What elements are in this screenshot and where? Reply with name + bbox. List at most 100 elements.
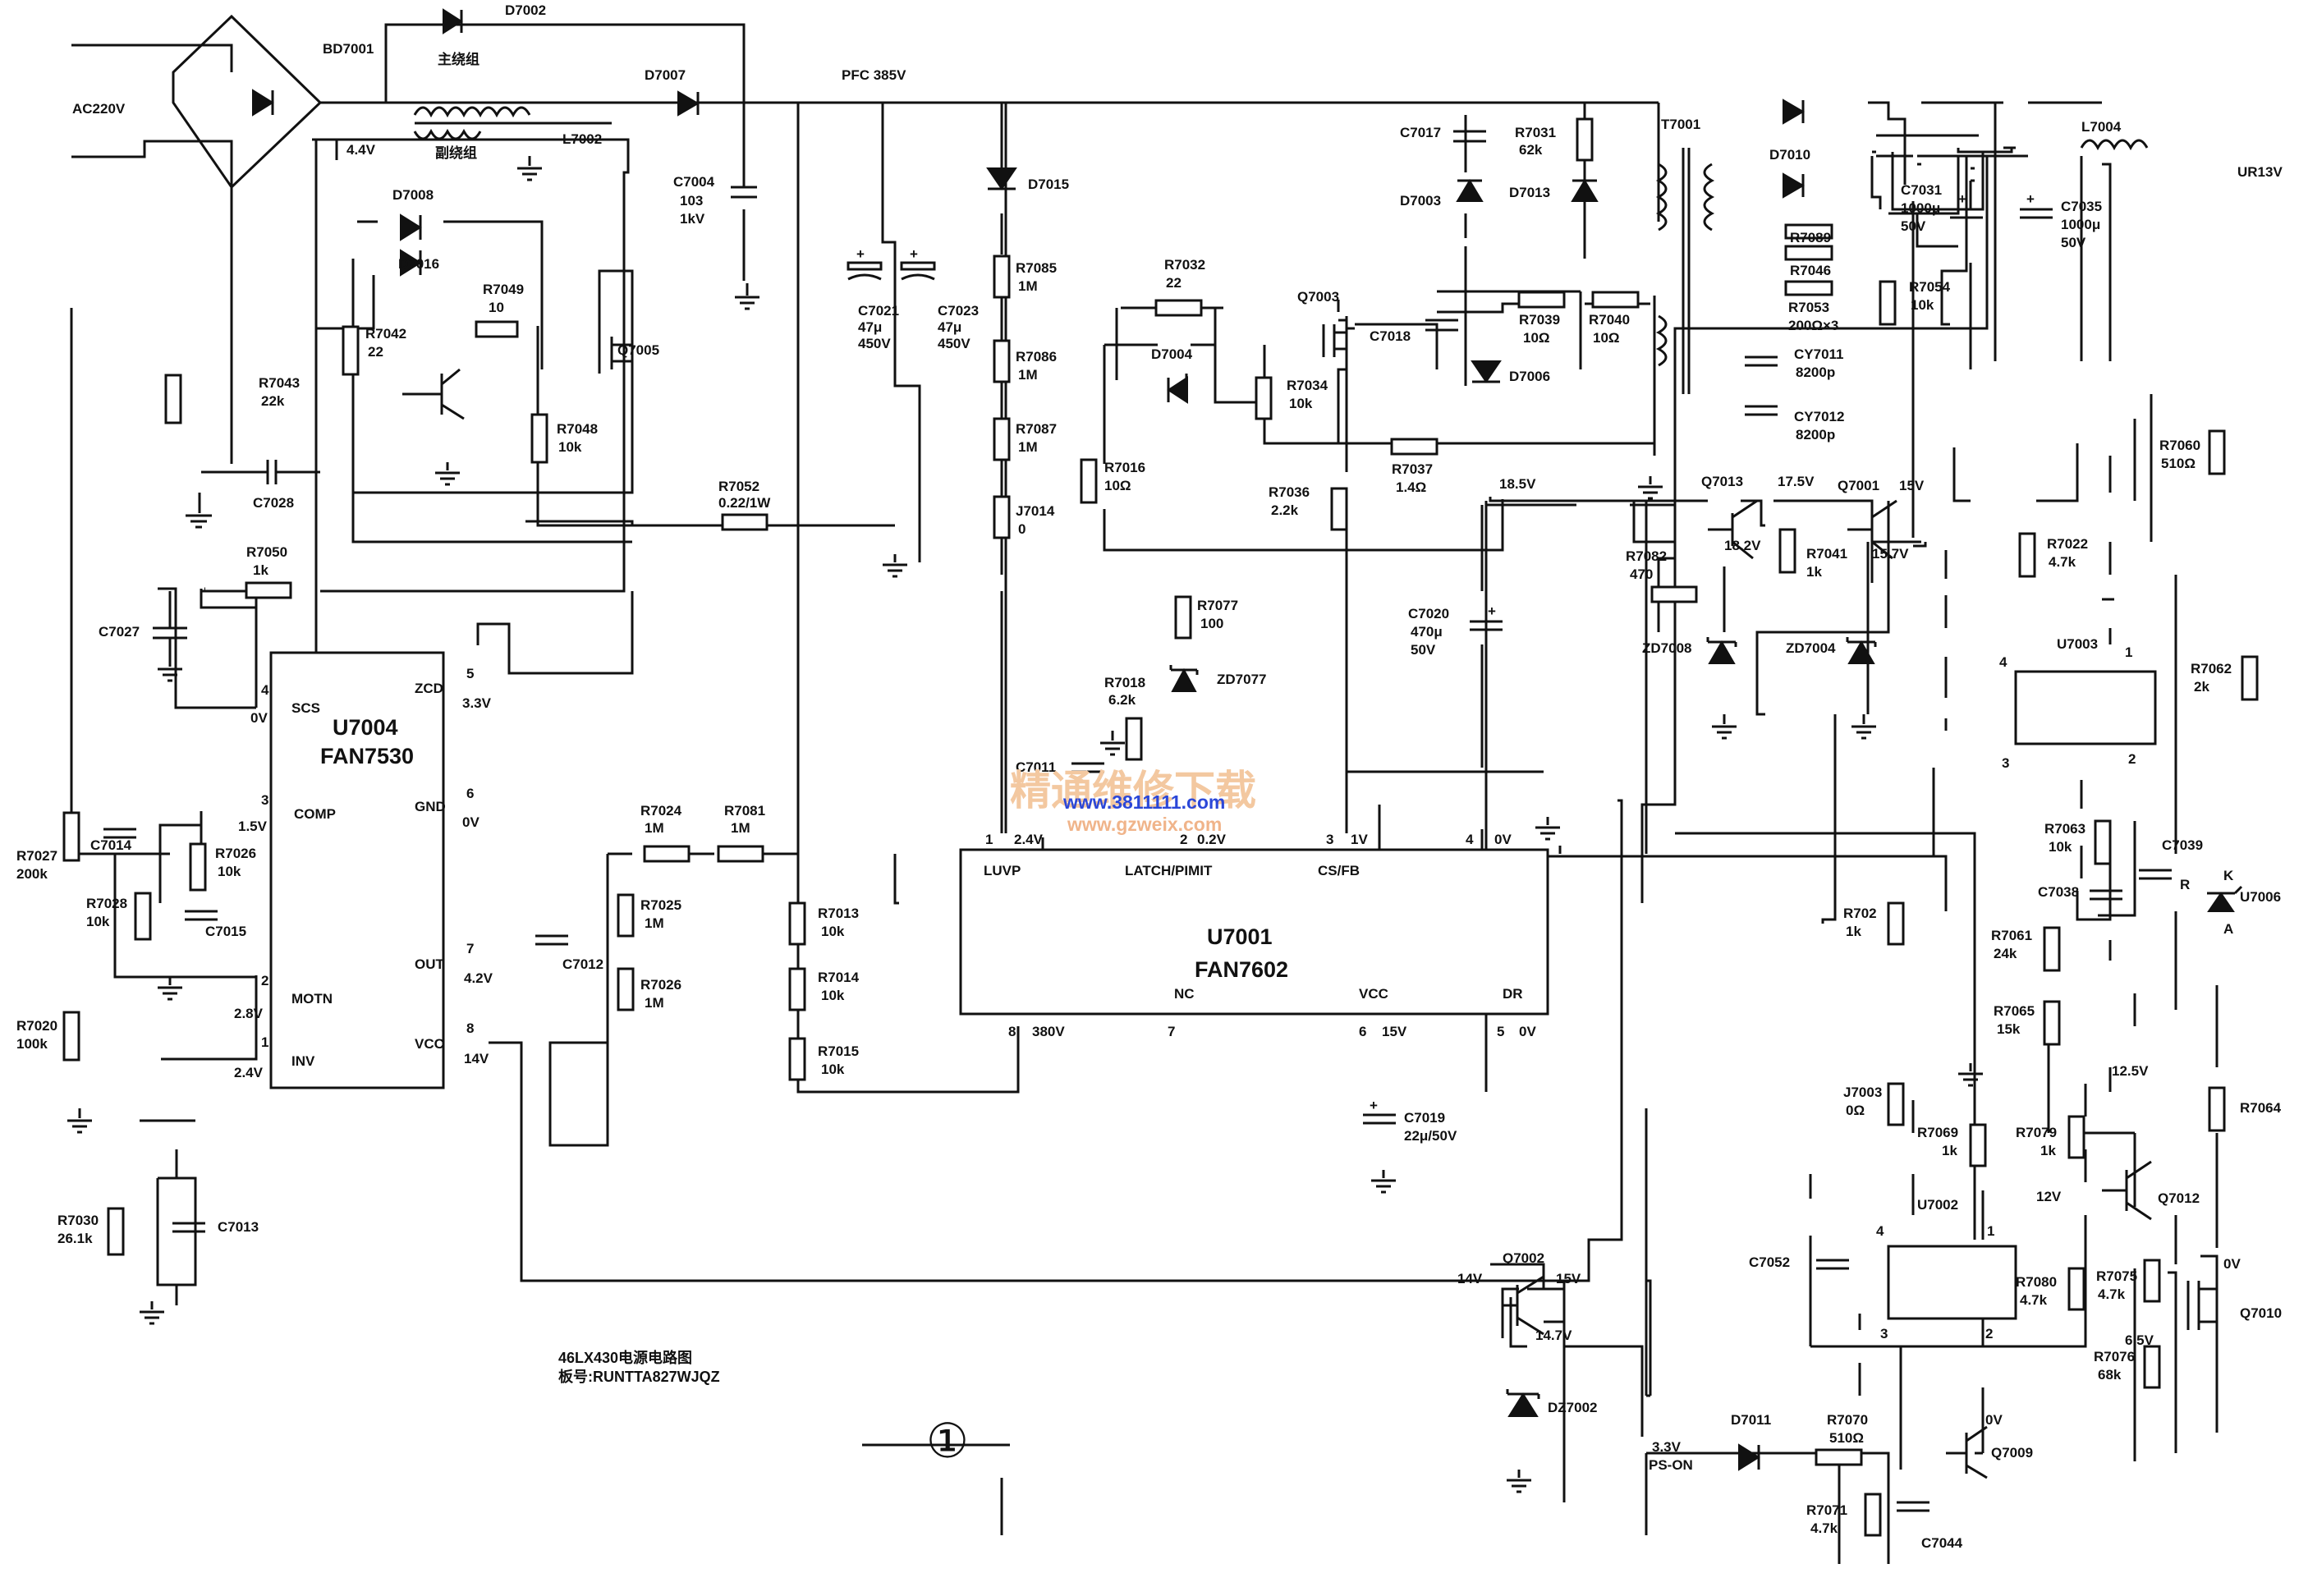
label-r7028-value: 10k (86, 914, 110, 929)
label-r7065-value: 15k (1997, 1021, 2021, 1037)
label-r7069: R7069 (1917, 1125, 1958, 1140)
label-r7014: R7014 (818, 970, 860, 985)
capacitor-cy7012 (1745, 405, 1778, 416)
watermark-cn: 精通维修下载 (1010, 768, 1256, 814)
u7001-pin-number: 8 (1008, 1024, 1016, 1039)
diode-d7007 (677, 90, 700, 117)
label-r7079-value: 1k (2040, 1143, 2056, 1158)
ground-icon (186, 493, 212, 529)
ground-icon (140, 1301, 164, 1325)
label-r7026-value: 10k (218, 864, 241, 879)
transistor-bjt-left (402, 368, 465, 420)
u7001-pin-number: 6 (1359, 1024, 1366, 1039)
resistor-r7026-1m (617, 967, 635, 1011)
label-cy7011-value: 8200p (1796, 365, 1835, 380)
label-r7071: R7071 (1806, 1502, 1847, 1518)
label-r7060-value: 510Ω (2161, 456, 2196, 471)
capacitor-c7038 (2090, 889, 2122, 901)
label-t7001: T7001 (1661, 117, 1700, 132)
label-r7020-value: 100k (16, 1036, 48, 1052)
label-17-5v: 17.5V (1778, 474, 1815, 489)
optocoupler-u7003-body (2014, 670, 2157, 745)
title-line-2: 板号:RUNTTA827WJQZ (558, 1368, 720, 1385)
label-4-4v: 4.4V (346, 142, 376, 158)
label-r7041-value: 1k (1806, 564, 1822, 580)
label-opto-pin: 3 (1880, 1326, 1888, 1341)
label-c7013: C7013 (218, 1219, 259, 1235)
diode-d7011 (1738, 1443, 1760, 1471)
resistor-r7048 (530, 413, 548, 464)
label-15-7v: 15.7V (1872, 546, 1909, 562)
label-r7082-value: 470 (1630, 566, 1653, 582)
resistor-r7041 (1778, 528, 1796, 574)
label-c7035-rating: 50V (2061, 235, 2086, 250)
label-r7080: R7080 (2016, 1274, 2057, 1290)
u7004-pin-name: ZCD (415, 681, 443, 696)
capacitor-c7017 (1453, 130, 1486, 143)
u7004-pin-name: GND (415, 799, 446, 814)
resistor-r7042 (342, 325, 360, 376)
label-c7004-rating: 1kV (680, 211, 705, 227)
resistor-r7016 (1080, 458, 1098, 504)
u7004-pin-voltage: 0V (462, 814, 479, 830)
label-c7031: C7031 (1901, 182, 1942, 198)
label-r7026: R7026 (215, 846, 256, 861)
capacitor-c7020: + (1470, 603, 1503, 631)
resistor-r7050 (245, 581, 292, 599)
label-0v-b: 0V (1985, 1412, 2003, 1428)
transistors (402, 316, 2217, 1479)
label-r7027-value: 200k (16, 866, 48, 882)
u7004-pin-number: 5 (466, 666, 474, 681)
capacitor-c7019: + (1363, 1098, 1396, 1125)
diode-d7002 (443, 8, 463, 34)
label-opto-pin: 3 (2002, 755, 2009, 771)
capacitor-cy7011 (1745, 355, 1778, 367)
label-r7086: R7086 (1016, 349, 1057, 365)
label-r7081-value: 1M (731, 820, 750, 836)
label-q7003: Q7003 (1297, 289, 1339, 305)
capacitor-c7011 (1071, 762, 1104, 773)
label-r7036: R7036 (1269, 484, 1310, 500)
label-c7012: C7012 (562, 956, 603, 972)
resistor-r7071 (1864, 1493, 1882, 1537)
label-c7014: C7014 (90, 837, 132, 853)
label-r7025-value: 1M (645, 915, 664, 931)
label-r7054: R7054 (1909, 279, 1951, 295)
label-r7053: R7053 (1788, 300, 1829, 315)
ic-u7001-body (959, 848, 1549, 1016)
label-aux-coil: 副绕组 (435, 144, 477, 161)
label-c7038: C7038 (2038, 884, 2079, 900)
u7004-pin-number: 4 (261, 682, 269, 698)
bridge-outline (172, 14, 323, 190)
label-opto-pin: 4 (1999, 654, 2007, 670)
u7004-pin-voltage: 4.2V (464, 970, 493, 986)
label-r7042-value: 22 (368, 344, 383, 360)
label-c7039: C7039 (2162, 837, 2203, 853)
label-r7076: R7076 (2094, 1349, 2135, 1364)
resistors (62, 117, 2259, 1537)
resistor-r7079 (2067, 1115, 2085, 1159)
label-r7043-value: 22k (261, 393, 285, 409)
resistor-r7075 (2143, 1259, 2161, 1303)
label-r7024: R7024 (640, 803, 682, 819)
label-d7006: D7006 (1509, 369, 1550, 384)
label-r7030-value: 26.1k (57, 1231, 93, 1246)
capacitor-c7028 (201, 460, 320, 484)
u7001-ref: U7001 (1207, 924, 1273, 949)
label-cy7012-value: 8200p (1796, 427, 1835, 443)
label-dz7002: DZ7002 (1548, 1400, 1597, 1415)
resistor-r7028 (134, 892, 152, 941)
label-r7080-value: 4.7k (2020, 1292, 2048, 1308)
label-q7002: Q7002 (1503, 1250, 1544, 1266)
svg-text:+: + (1370, 1098, 1378, 1113)
label-r7061-value: 24k (1994, 946, 2017, 961)
label-r7085-value: 1M (1018, 278, 1038, 294)
label-18-5v: 18.5V (1499, 476, 1536, 492)
ic-labels: U7004 FAN7530 SCS COMP MOTN INV ZCD GND … (234, 666, 1536, 1080)
diode-d7006 (1471, 360, 1502, 383)
resistor-r7031 (1576, 117, 1594, 162)
label-r7026b: R7026 (640, 977, 681, 993)
u7004-pin-voltage: 2.4V (234, 1065, 264, 1080)
label-r7087-value: 1M (1018, 439, 1038, 455)
